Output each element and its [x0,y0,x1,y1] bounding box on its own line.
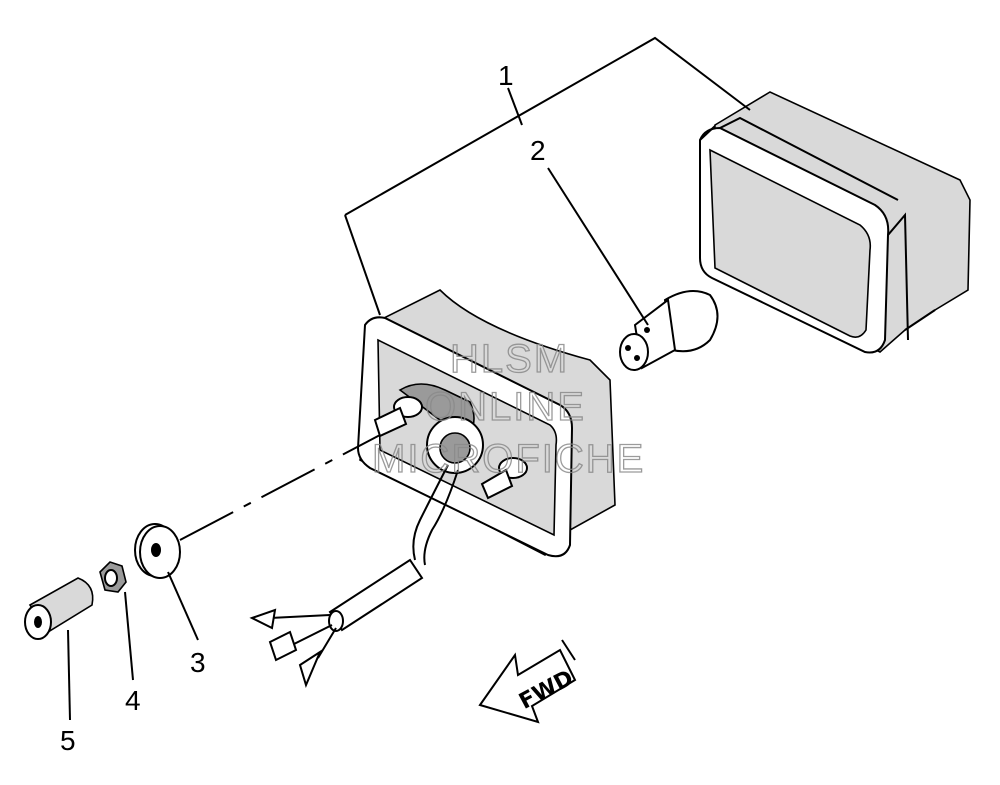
callout-4: 4 [125,685,141,716]
tail-light-housing[interactable] [356,289,616,558]
tail-light-lens[interactable] [699,91,971,354]
leader-lines [67,36,751,721]
watermark-line-3: MICROFICHE [372,437,645,481]
housing-stud-right [480,457,528,500]
bulb[interactable] [619,290,719,371]
watermark-line-1: HLSM [450,337,569,381]
callout-5: 5 [60,725,76,756]
watermark: HLSM ONLINE MICROFICHE [371,336,645,481]
nut[interactable] [99,561,127,593]
callout-1: 1 [498,60,514,91]
callout-2: 2 [530,135,546,166]
forward-direction-arrow: FWD [478,639,578,724]
watermark-line-2: ONLINE [425,385,586,429]
washer[interactable] [134,523,181,579]
collar[interactable] [24,577,94,640]
callout-3: 3 [190,647,206,678]
housing-stud-left [373,396,423,438]
wire-harness[interactable] [249,464,459,688]
